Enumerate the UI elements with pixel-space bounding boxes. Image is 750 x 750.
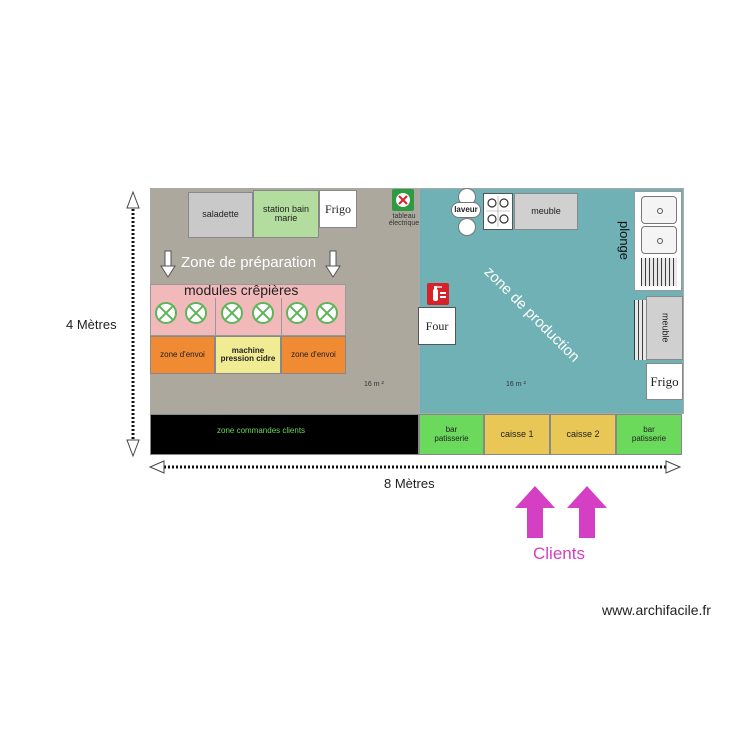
meuble-right-label: meuble [660,313,671,343]
drain-2 [657,238,663,244]
width-arrow-right [665,460,682,474]
prep-arrow-left [160,250,176,278]
sink-drainboard [641,258,677,286]
area-right-label: 16 m ² [506,381,526,388]
modules-crepieres-label: modules crêpières [184,282,299,298]
meuble-right-hatch [634,300,646,360]
laveur-bottom-circle [458,218,476,236]
sink-bowl-2 [641,226,677,254]
frigo-top: Frigo [319,190,357,228]
zone-commandes-clients: zone commandes clients [150,414,419,455]
watermark[interactable]: www.archifacile.fr [602,602,711,618]
meuble-right: meuble [646,296,683,360]
caisse-2: caisse 2 [550,414,616,455]
crepiere-divider-2 [281,298,282,336]
laveur: laveur [451,188,481,236]
caisse-1: caisse 1 [484,414,550,455]
frigo-right: Frigo [646,363,683,400]
plonge-label: plonge [617,220,633,261]
modules-crepieres [150,284,346,336]
clients-label: Clients [533,544,585,563]
plonge-sink [634,191,682,291]
hob [483,193,513,230]
extinguisher-icon [427,283,449,305]
crepiere-disc-icon [155,302,177,324]
drain-1 [657,208,663,214]
bar-patisserie-left: bar patisserie [419,414,484,455]
meuble-top: meuble [514,193,578,230]
width-label: 8 Mètres [384,476,435,491]
prep-arrow-right [325,250,341,278]
machine-pression-cidre: machine pression cidre [215,336,281,374]
zone-envoi-right: zone d'envoi [281,336,346,374]
width-arrow-left [148,460,165,474]
height-arrow-bottom [126,439,140,458]
zone-envoi-left: zone d'envoi [150,336,215,374]
height-arrow-top [126,190,140,209]
tableau-electrique-icon [392,189,414,211]
saladette: saladette [188,192,253,238]
four: Four [418,307,456,345]
crepiere-disc-icon [252,302,274,324]
crepiere-divider-1 [215,298,216,336]
crepiere-disc-icon [185,302,207,324]
tableau-electrique-label: tableau électrique [388,213,420,227]
height-label: 4 Mètres [66,317,117,332]
crepiere-disc-icon [286,302,308,324]
zone-preparation-label: Zone de préparation [181,254,317,271]
crepiere-disc-icon [316,302,338,324]
laveur-label: laveur [451,202,481,218]
area-left-label: 16 m ² [364,381,384,388]
station-bain-marie: station bain marie [253,190,319,238]
bar-patisserie-right: bar patisserie [616,414,682,455]
clients-arrow-up-icon [515,486,555,538]
crepiere-disc-icon [221,302,243,324]
sink-bowl-1 [641,196,677,224]
clients-arrow-up-icon [567,486,607,538]
